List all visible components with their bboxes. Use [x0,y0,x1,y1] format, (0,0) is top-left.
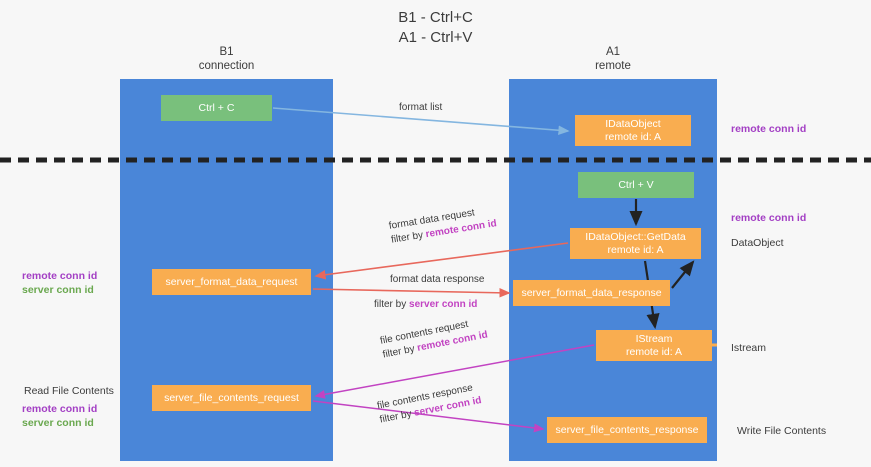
annotation-remote-conn-id-top: remote conn id [731,123,807,135]
edge-label-file-contents-request: file contents request filter by remote c… [379,315,489,363]
node-istream[interactable]: IStream remote id: A [596,330,712,361]
annotation-read-file-contents: Read File Contents [24,385,114,397]
node-istream-line1: IStream [635,332,673,345]
edge-label-file-contents-response: file contents response filter by server … [376,380,483,427]
annotation-left-conn-ids-2: remote conn id server conn id [22,402,97,430]
annotation-left-remote-conn-id: remote conn id [22,270,98,282]
lane-a1-name: A1 [605,46,621,58]
node-ctrl-c-label: Ctrl + C [198,101,235,114]
node-server-format-data-request[interactable]: server_format_data_request [152,269,311,295]
lane-header-b1: B1 connection [120,45,333,73]
page-title: B1 - Ctrl+C A1 - Ctrl+V [0,8,871,48]
lane-b1-name: B1 [219,46,234,58]
title-line-2: A1 - Ctrl+V [398,29,473,46]
annotation-write-file-contents: Write File Contents [737,425,827,437]
edge-label-format-data-request: format data request filter by remote con… [388,203,498,247]
node-idataobject-line1: IDataObject [605,117,661,130]
annotation-remote-conn-id-mid: remote conn id [731,212,807,224]
node-ctrl-c[interactable]: Ctrl + C [161,95,272,121]
node-server-format-data-response[interactable]: server_format_data_response [513,280,670,306]
node-getdata[interactable]: IDataObject::GetData remote id: A [570,228,701,259]
node-server-file-contents-response[interactable]: server_file_contents_response [547,417,707,443]
node-server-file-contents-request-label: server_file_contents_request [164,391,299,404]
annotation-left-conn-ids: remote conn id server conn id [22,269,97,297]
node-server-file-contents-response-label: server_file_contents_response [555,423,699,436]
node-idataobject-line2: remote id: A [604,130,662,143]
annotation-left-remote-conn-id-2: remote conn id [22,403,98,415]
lane-header-a1: A1 remote [509,45,717,73]
lane-a1-role: remote [595,60,631,72]
edge-label-format-data-response-text: format data response [390,274,485,285]
node-server-format-data-response-label: server_format_data_response [521,286,662,299]
edge-label-format-data-response: format data response [390,273,485,287]
title-line-1: B1 - Ctrl+C [398,9,473,26]
annotation-left-server-conn-id: server conn id [22,284,94,296]
annotation-left-server-conn-id-2: server conn id [22,417,94,429]
annotation-dataobject: DataObject [731,237,784,249]
node-idataobject[interactable]: IDataObject remote id: A [575,115,691,146]
node-istream-line2: remote id: A [625,345,683,358]
node-ctrl-v-label: Ctrl + V [618,178,654,191]
node-ctrl-v[interactable]: Ctrl + V [578,172,694,198]
node-server-format-data-request-label: server_format_data_request [165,275,298,288]
annotation-istream: Istream [731,342,767,354]
lane-b1-role: connection [198,60,255,72]
edge-label-format-list: format list [399,101,442,115]
node-getdata-line1: IDataObject::GetData [585,230,686,243]
edge-label-format-data-response-filter: filter by server conn id [374,299,478,310]
edge-label-format-list-text: format list [399,102,443,113]
node-server-file-contents-request[interactable]: server_file_contents_request [152,385,311,411]
filter-key-server-conn-id: server conn id [409,299,478,310]
node-getdata-line2: remote id: A [607,243,664,256]
